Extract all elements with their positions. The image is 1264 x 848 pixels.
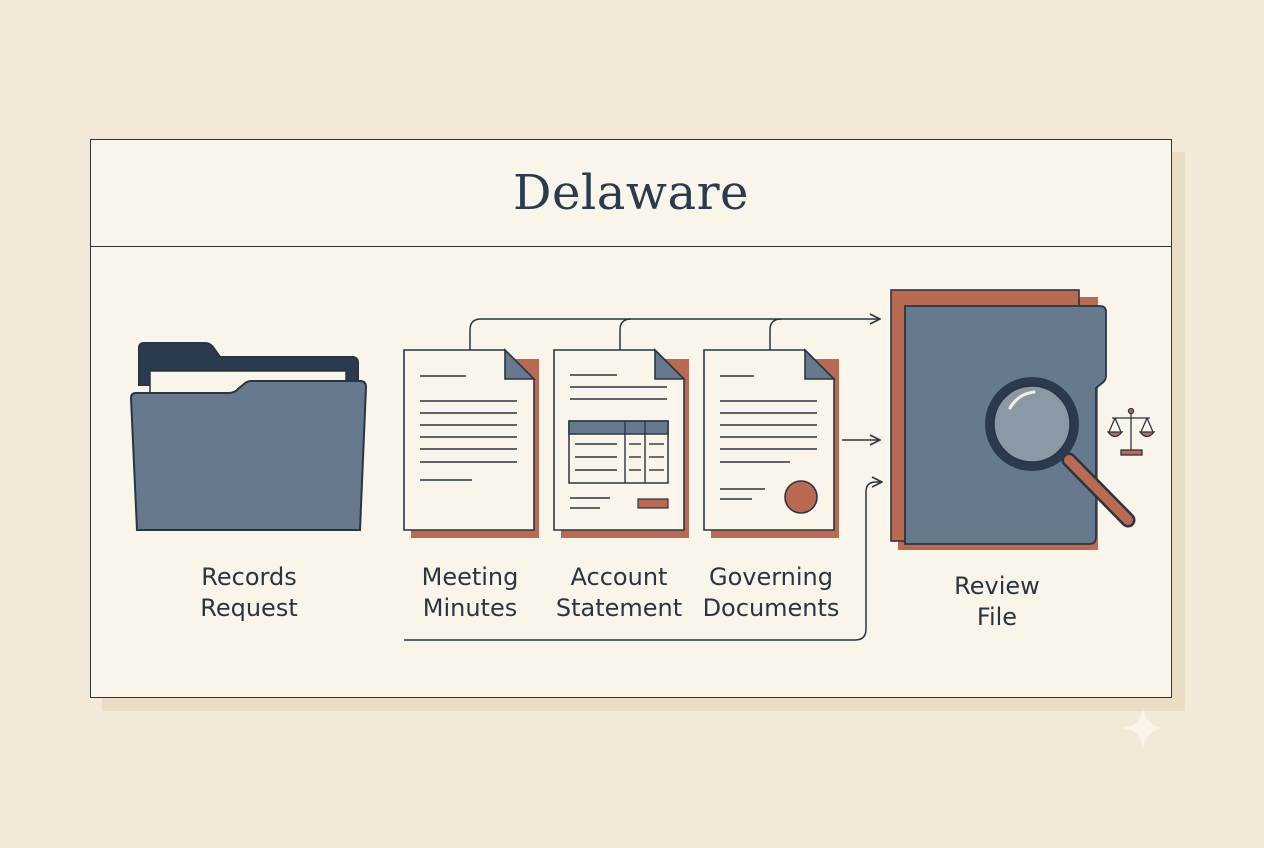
scales-of-justice-icon bbox=[1106, 407, 1156, 456]
sparkle-icon bbox=[1122, 707, 1164, 749]
folder-magnifier-icon bbox=[890, 289, 1136, 550]
label-governing-documents: Governing Documents bbox=[696, 562, 846, 624]
connector-arrows bbox=[404, 319, 882, 641]
document-seal-icon bbox=[703, 348, 839, 538]
label-line: Documents bbox=[702, 594, 840, 622]
document-lines-icon bbox=[403, 348, 539, 538]
label-account-statement: Account Statement bbox=[552, 562, 686, 624]
label-line: Governing bbox=[708, 563, 834, 591]
label-records-request: Records Request bbox=[139, 562, 359, 624]
label-line: Account bbox=[570, 563, 668, 591]
folder-icon bbox=[129, 342, 368, 531]
diagram-title: Delaware bbox=[91, 140, 1171, 247]
document-table-icon bbox=[553, 348, 689, 538]
label-meeting-minutes: Meeting Minutes bbox=[409, 562, 531, 624]
label-line: Meeting bbox=[421, 563, 519, 591]
label-line: Records bbox=[201, 563, 297, 591]
label-line: Minutes bbox=[422, 594, 518, 622]
label-review-file: Review File bbox=[917, 571, 1077, 633]
label-line: File bbox=[976, 603, 1018, 631]
label-line: Request bbox=[200, 594, 298, 622]
label-line: Review bbox=[954, 572, 1040, 600]
label-line: Statement bbox=[555, 594, 683, 622]
